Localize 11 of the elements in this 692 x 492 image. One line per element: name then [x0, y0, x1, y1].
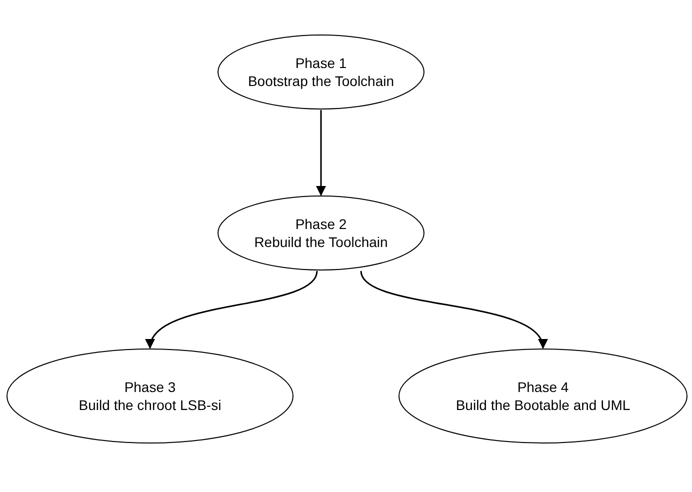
phase-title: Phase 1	[295, 54, 347, 72]
phase-title: Phase 3	[124, 378, 176, 396]
arrow	[316, 110, 326, 196]
arrow	[360, 270, 546, 349]
phase-description: Build the Bootable and UML	[456, 396, 630, 414]
phase-description: Rebuild the Toolchain	[254, 233, 388, 251]
phase-description: Bootstrap the Toolchain	[248, 72, 394, 90]
phase-title: Phase 2	[295, 215, 347, 233]
phase-description: Build the chroot LSB-si	[78, 396, 222, 414]
phase-title: Phase 4	[517, 378, 569, 396]
arrow	[148, 270, 318, 349]
